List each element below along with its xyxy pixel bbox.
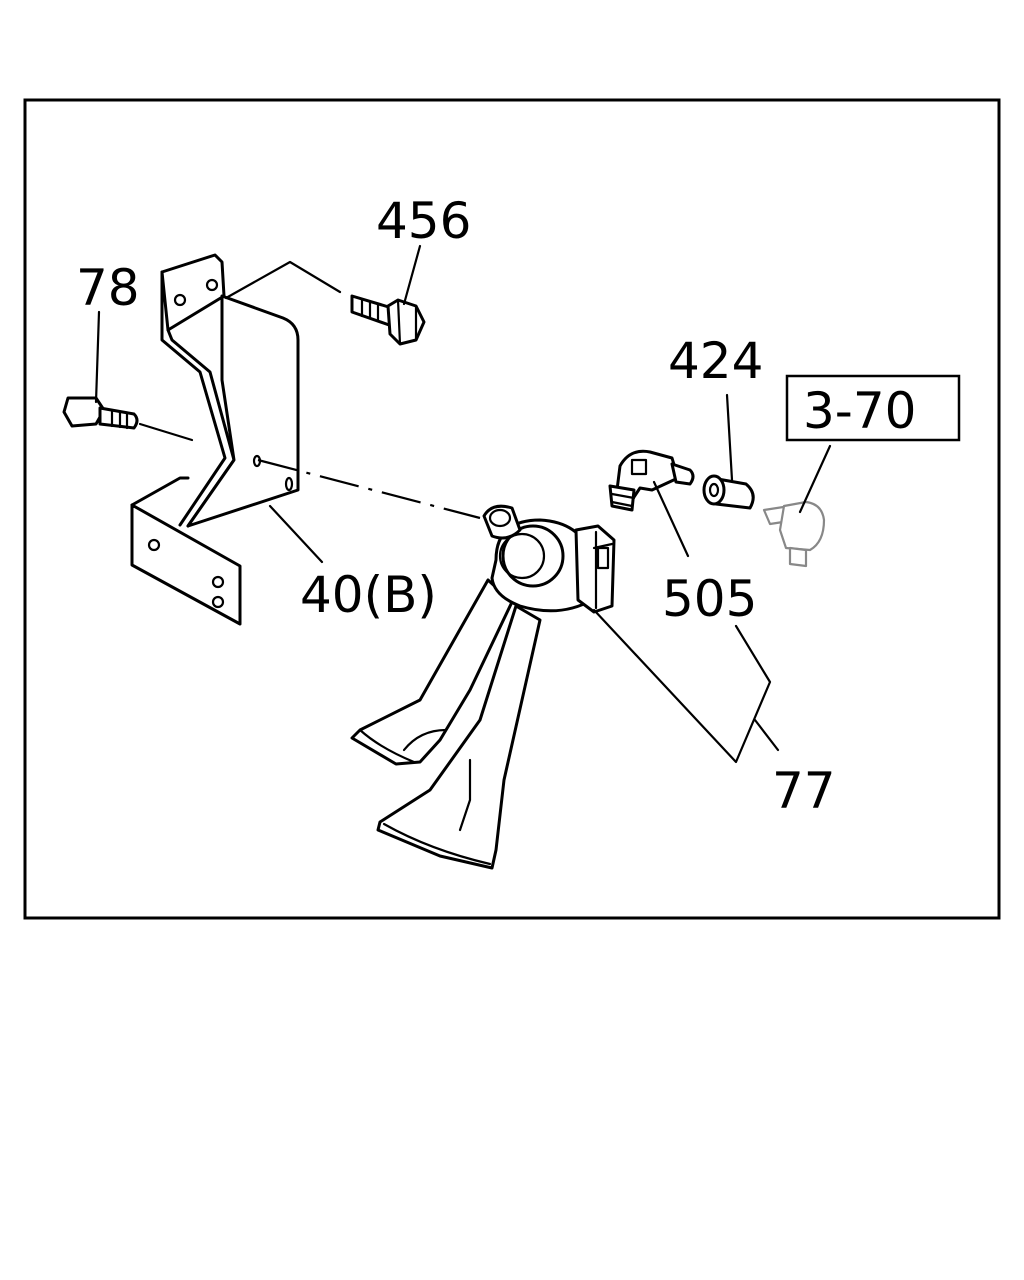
- spacer-424-part: [702, 474, 755, 510]
- leader-lines: [94, 244, 832, 764]
- bracket-part: [130, 253, 300, 626]
- bolt-456-part: [224, 260, 426, 346]
- callout-505: 505: [662, 570, 757, 628]
- callout-456: 456: [376, 192, 471, 250]
- callout-78: 78: [76, 259, 140, 317]
- elbow-connector-505-part: [608, 449, 695, 512]
- reference-box: [785, 374, 961, 442]
- reference-connector-part: [762, 500, 826, 568]
- bolt-78-part: [62, 396, 194, 442]
- callout-77: 77: [772, 762, 836, 820]
- callout-424: 424: [668, 332, 763, 390]
- callout-40b: 40(B): [300, 566, 437, 624]
- diagram-frame: [23, 98, 1001, 920]
- assembly-centerline: [257, 458, 481, 520]
- horn-part: [350, 504, 616, 870]
- callout-3-70: 3-70: [803, 382, 916, 440]
